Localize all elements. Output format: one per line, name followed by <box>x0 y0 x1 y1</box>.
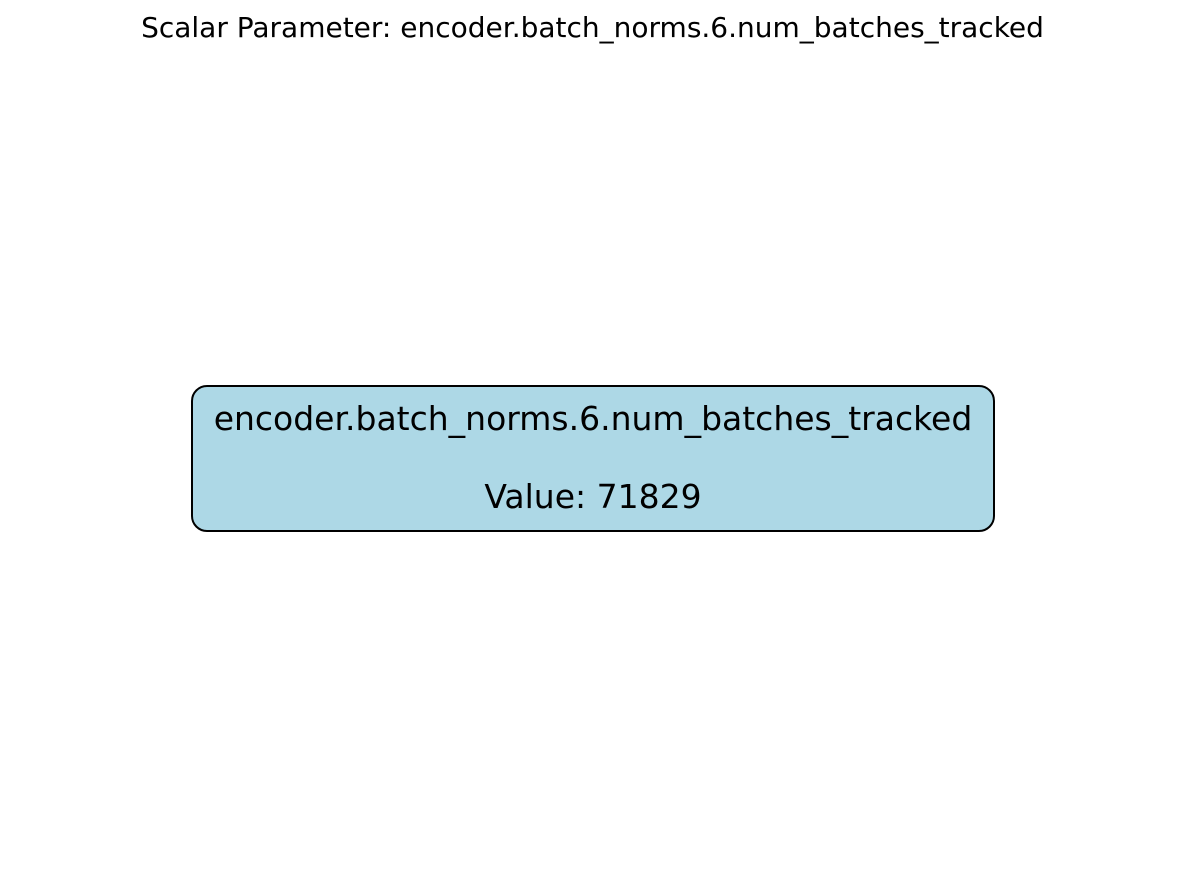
parameter-value: Value: 71829 <box>484 477 702 516</box>
parameter-name: encoder.batch_norms.6.num_batches_tracke… <box>213 399 973 438</box>
parameter-box: encoder.batch_norms.6.num_batches_tracke… <box>191 385 995 532</box>
figure-title: Scalar Parameter: encoder.batch_norms.6.… <box>141 11 1044 44</box>
